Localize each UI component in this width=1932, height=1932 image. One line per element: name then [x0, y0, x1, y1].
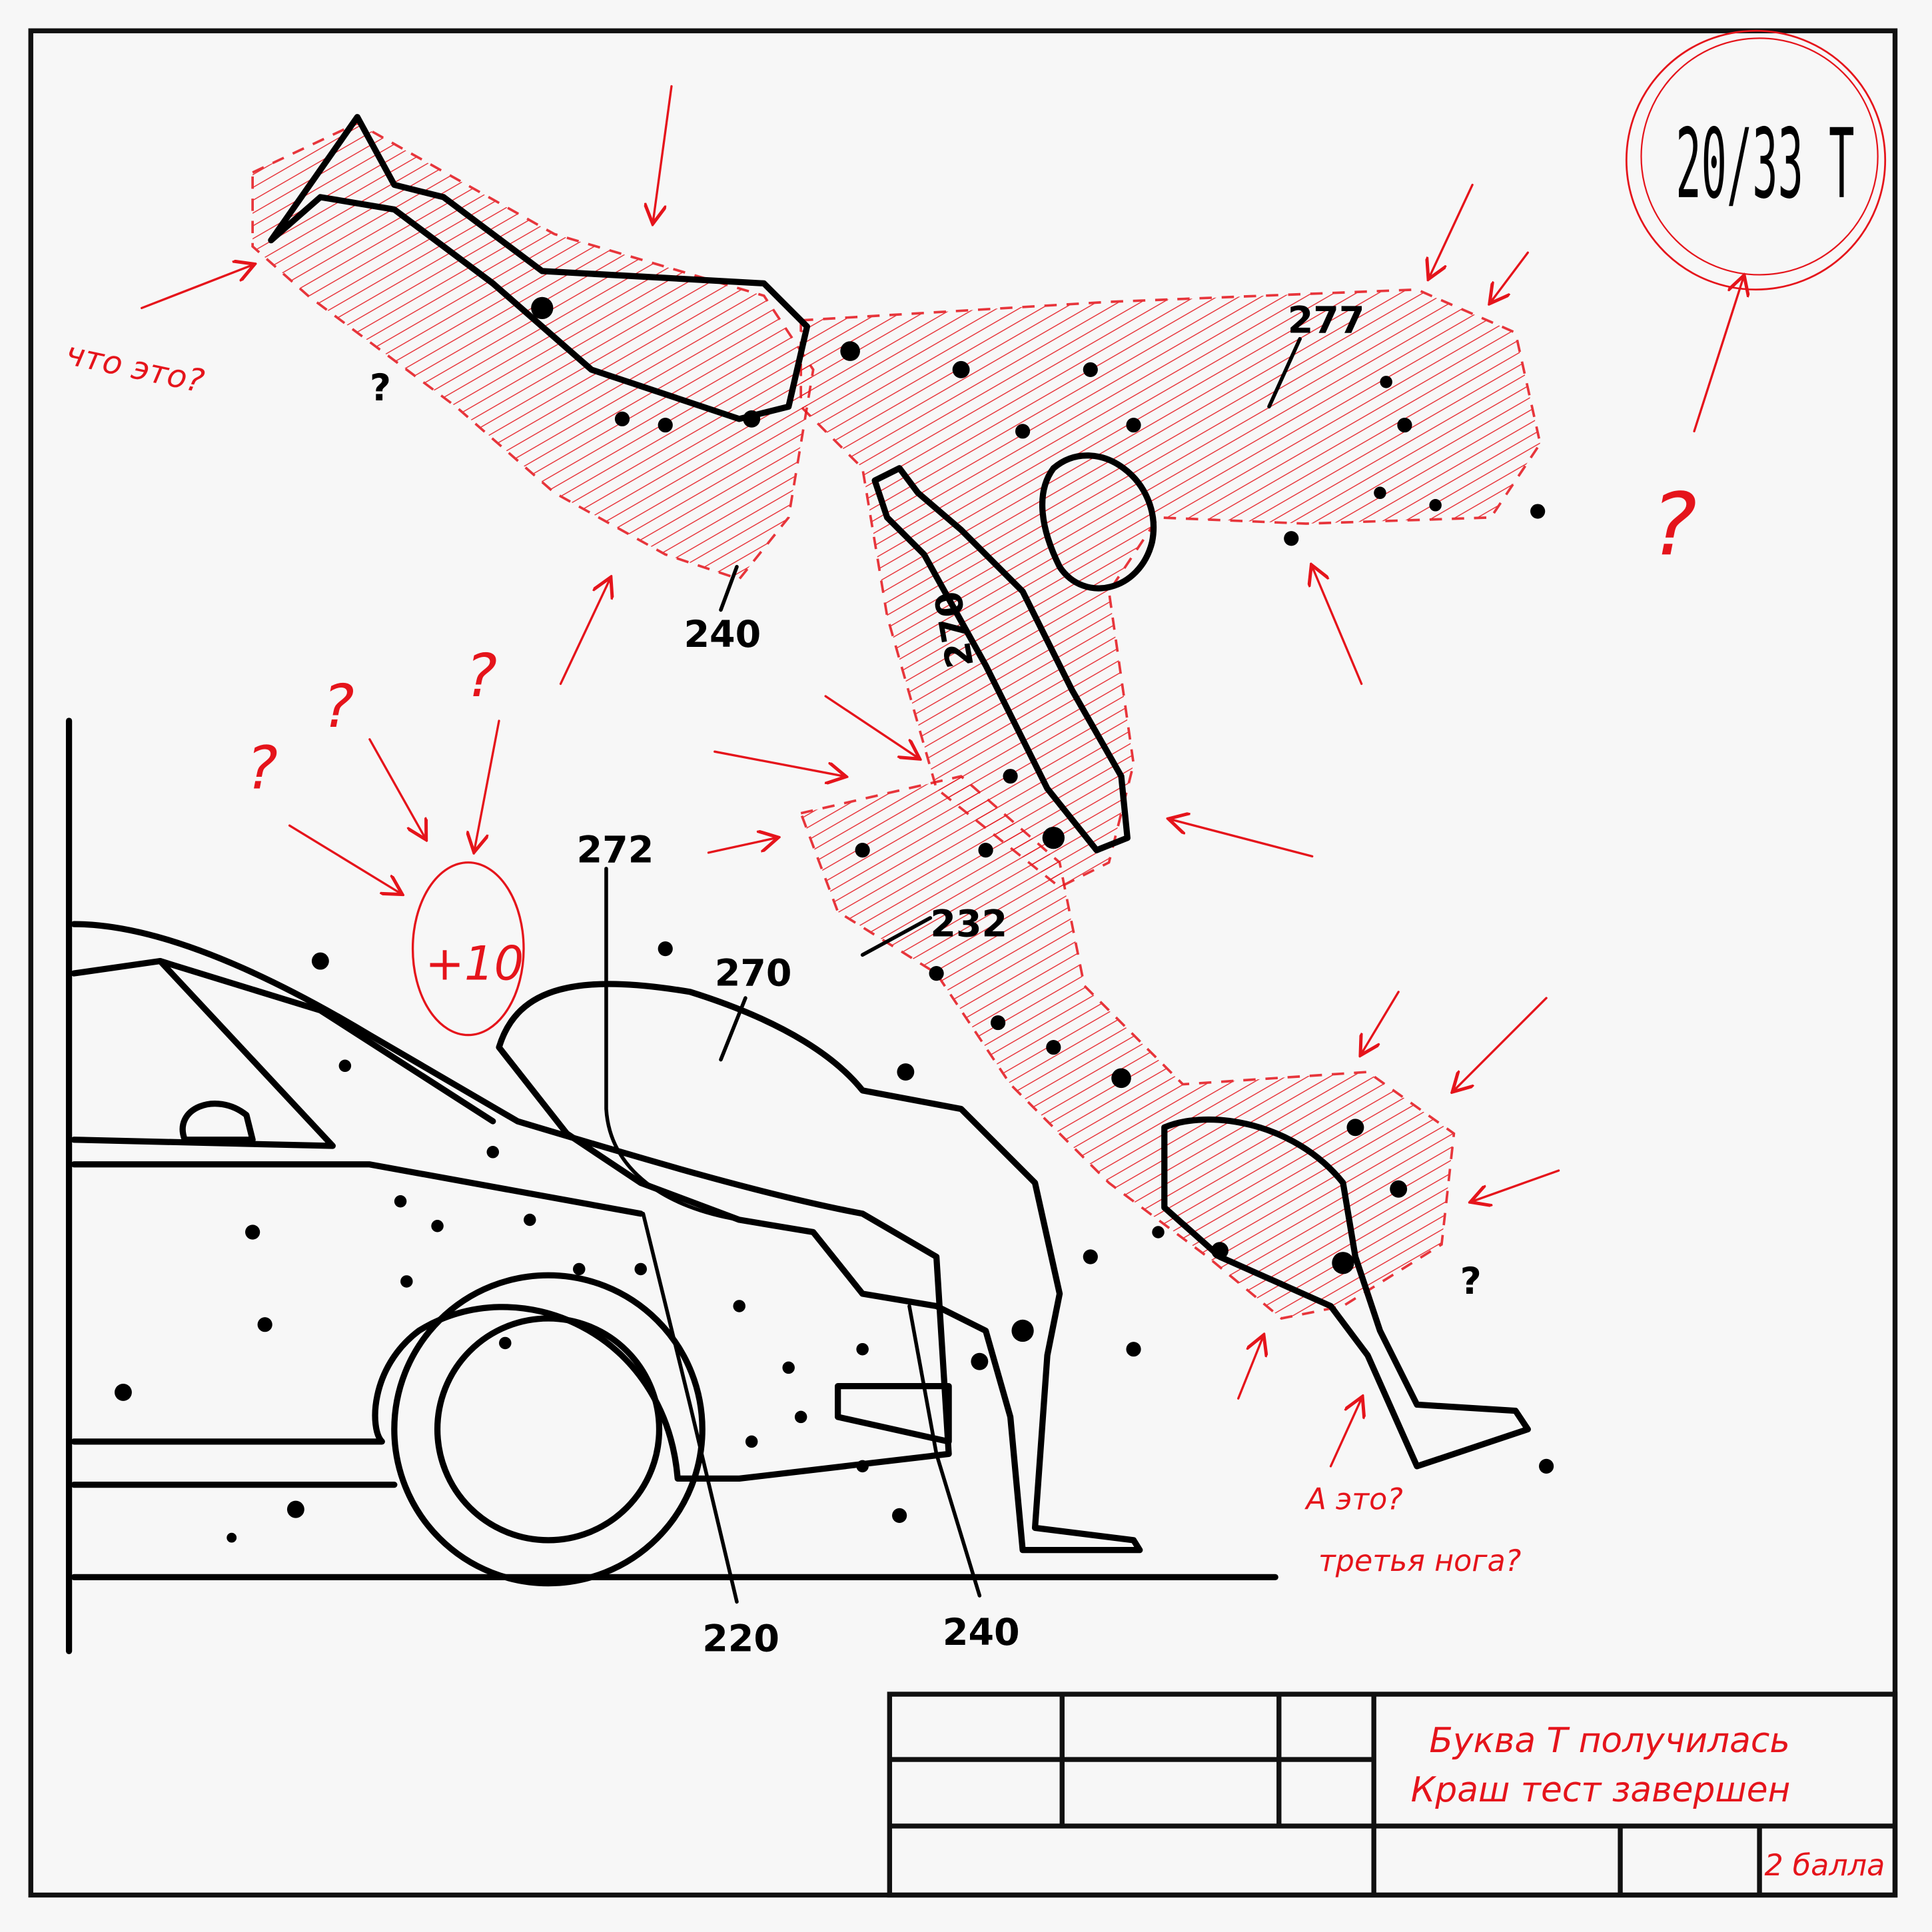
flying-leg-bottom	[1161, 1116, 1531, 1470]
svg-text:+10: +10	[425, 936, 524, 991]
label-270: 270	[715, 953, 792, 995]
label-272: 272	[577, 829, 654, 872]
question-mark-top-left: ?	[370, 367, 391, 410]
label-240-bottom: 240	[943, 1612, 1020, 1654]
flying-leg-top	[268, 114, 811, 422]
svg-text:20/33 T: 20/33 T	[1676, 109, 1854, 221]
car	[71, 921, 952, 1587]
car-wheel-outer	[391, 1272, 706, 1587]
title-block-note-line2: Краш тест завершен	[1411, 1770, 1791, 1810]
question-mark-bottom-right: ?	[1460, 1260, 1482, 1303]
car-wheel-inner	[434, 1315, 663, 1544]
annotation-what-is-this: что это?	[63, 335, 207, 401]
red-arrows	[141, 85, 1743, 1468]
title-block-grade: 2 балла	[1764, 1849, 1885, 1883]
car-body	[71, 921, 952, 1482]
dummy-torso-on-hood	[496, 981, 1143, 1554]
label-220: 220	[702, 1618, 779, 1660]
flying-head	[1039, 452, 1157, 592]
flying-arm	[871, 465, 1131, 853]
label-277: 277	[1288, 299, 1365, 342]
plus-ten-bonus-mark: +10	[411, 861, 525, 1037]
annotation-and-this: А это?	[1304, 1483, 1402, 1517]
question-mark-red-2: ?	[323, 672, 354, 741]
headlight	[835, 1383, 952, 1445]
annotation-third-leg: третья нога?	[1318, 1544, 1521, 1578]
debris-particles	[115, 296, 1554, 1543]
label-240-top: 240	[684, 614, 761, 656]
red-hatched-regions	[251, 121, 1542, 1320]
title-block-note-line1: Буква Т получилась	[1429, 1721, 1789, 1761]
question-mark-red-3: ?	[466, 642, 497, 710]
crash-test-dummy	[268, 114, 1531, 1554]
label-232: 232	[930, 903, 1007, 946]
question-mark-red-1: ?	[246, 734, 278, 803]
question-mark-red-4: ?	[1651, 474, 1697, 575]
car-windshield	[71, 957, 336, 1149]
leader-lines	[604, 336, 1302, 1604]
sheet-number-stamp: 20/33 T	[1625, 29, 1887, 291]
mirror	[179, 1101, 256, 1143]
title-block	[887, 1691, 1898, 1898]
